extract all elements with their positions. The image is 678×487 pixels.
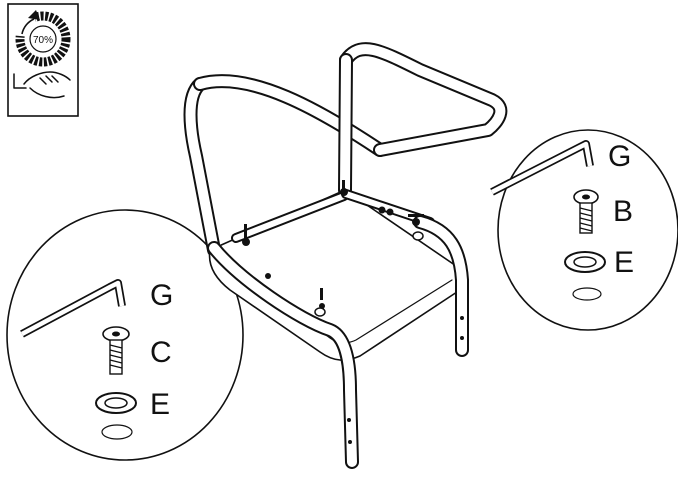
bolt-icon	[573, 189, 599, 234]
tool-label-right: G	[608, 140, 631, 173]
allen-key-icon	[20, 279, 126, 338]
bolt-label-right: B	[613, 195, 633, 228]
allen-key-icon	[490, 140, 594, 196]
hand-tightening-icon	[13, 71, 71, 99]
bolt-icon	[102, 326, 130, 375]
callout-left-parts: G C E	[20, 279, 173, 440]
chair-frame	[183, 42, 508, 469]
torque-panel-frame	[7, 3, 79, 117]
washer-icon	[95, 392, 137, 440]
torque-panel: 70%	[7, 3, 79, 117]
rotation-gauge-icon	[14, 10, 71, 67]
bolt-label-left: C	[150, 336, 172, 369]
washer-icon	[564, 251, 606, 301]
torque-percent: 70%	[33, 35, 53, 46]
callout-right-parts: G B E	[490, 140, 634, 301]
washer-label-right: E	[614, 246, 634, 279]
tool-label-left: G	[150, 279, 173, 312]
washer-label-left: E	[150, 388, 170, 421]
